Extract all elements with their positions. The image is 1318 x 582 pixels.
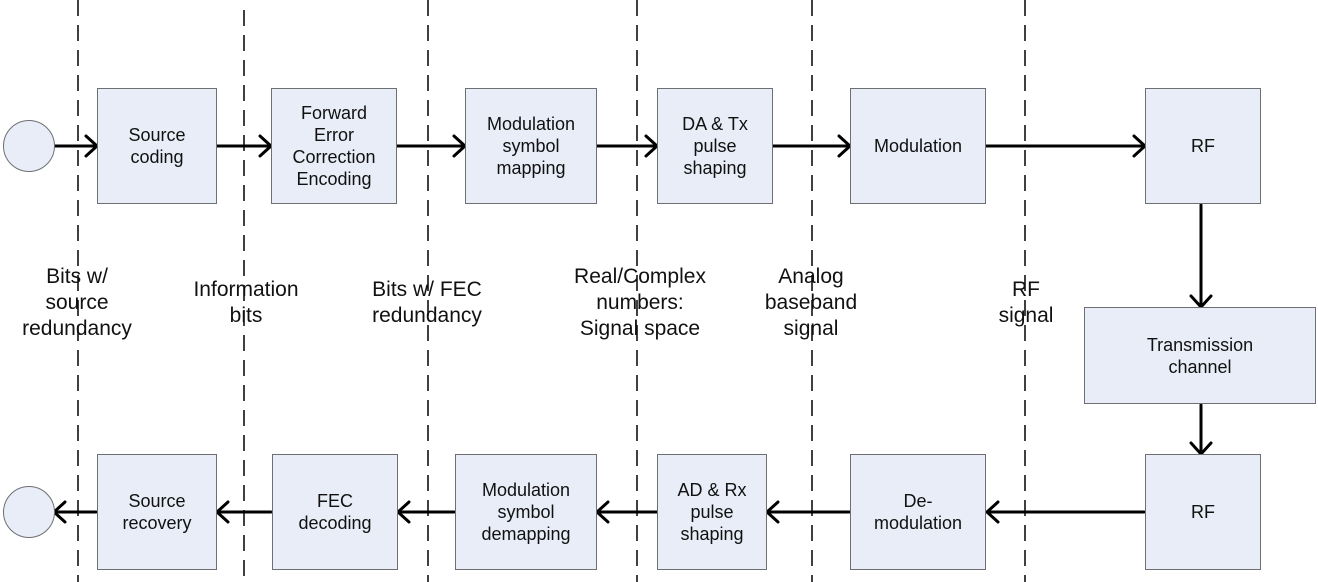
arrow-source-recovery-to-end bbox=[52, 500, 98, 524]
arrow-rf-to-demodulation bbox=[985, 500, 1146, 524]
arrow-start-to-source-coding bbox=[53, 134, 99, 158]
arrow-rf-to-channel bbox=[1189, 203, 1213, 309]
arrow-modulation-to-rf bbox=[984, 134, 1147, 158]
label-information-bits: Information bits bbox=[193, 278, 299, 327]
label-bits-fec-redundancy: Bits w/ FEC redundancy bbox=[372, 278, 482, 327]
label-signal-space: Real/Complex numbers: Signal space bbox=[574, 265, 706, 340]
label-bits-source-redundancy: Bits w/ source redundancy bbox=[22, 265, 132, 340]
arrow-fec-to-mapping bbox=[395, 134, 467, 158]
label-rf-signal: RF signal bbox=[998, 278, 1054, 327]
symbol-mapping-block: Modulation symbol mapping bbox=[465, 88, 597, 204]
modulation-block: Modulation bbox=[850, 88, 986, 204]
rf-rx-block: RF bbox=[1145, 454, 1261, 570]
rf-tx-block: RF bbox=[1145, 88, 1261, 204]
arrow-fec-decoding-to-source-recovery bbox=[215, 500, 273, 524]
da-tx-pulse-shaping-block: DA & Tx pulse shaping bbox=[657, 88, 773, 204]
source-coding-block: Source coding bbox=[97, 88, 217, 204]
ad-rx-pulse-shaping-block: AD & Rx pulse shaping bbox=[657, 454, 767, 570]
fec-encoding-block: Forward Error Correction Encoding bbox=[271, 88, 397, 204]
arrow-mapping-to-da bbox=[595, 134, 659, 158]
label-analog-baseband: Analog baseband signal bbox=[764, 265, 858, 340]
demodulation-block: De- modulation bbox=[850, 454, 986, 570]
source-terminal bbox=[3, 120, 55, 172]
arrow-channel-to-rf bbox=[1189, 403, 1213, 456]
fec-decoding-block: FEC decoding bbox=[272, 454, 398, 570]
arrow-ad-to-demapping bbox=[595, 500, 659, 524]
sink-terminal bbox=[3, 486, 55, 538]
transmission-channel-block: Transmission channel bbox=[1084, 307, 1316, 404]
symbol-demapping-block: Modulation symbol demapping bbox=[455, 454, 597, 570]
arrow-demodulation-to-ad bbox=[765, 500, 852, 524]
source-recovery-block: Source recovery bbox=[97, 454, 217, 570]
arrow-demapping-to-fec-decoding bbox=[396, 500, 456, 524]
